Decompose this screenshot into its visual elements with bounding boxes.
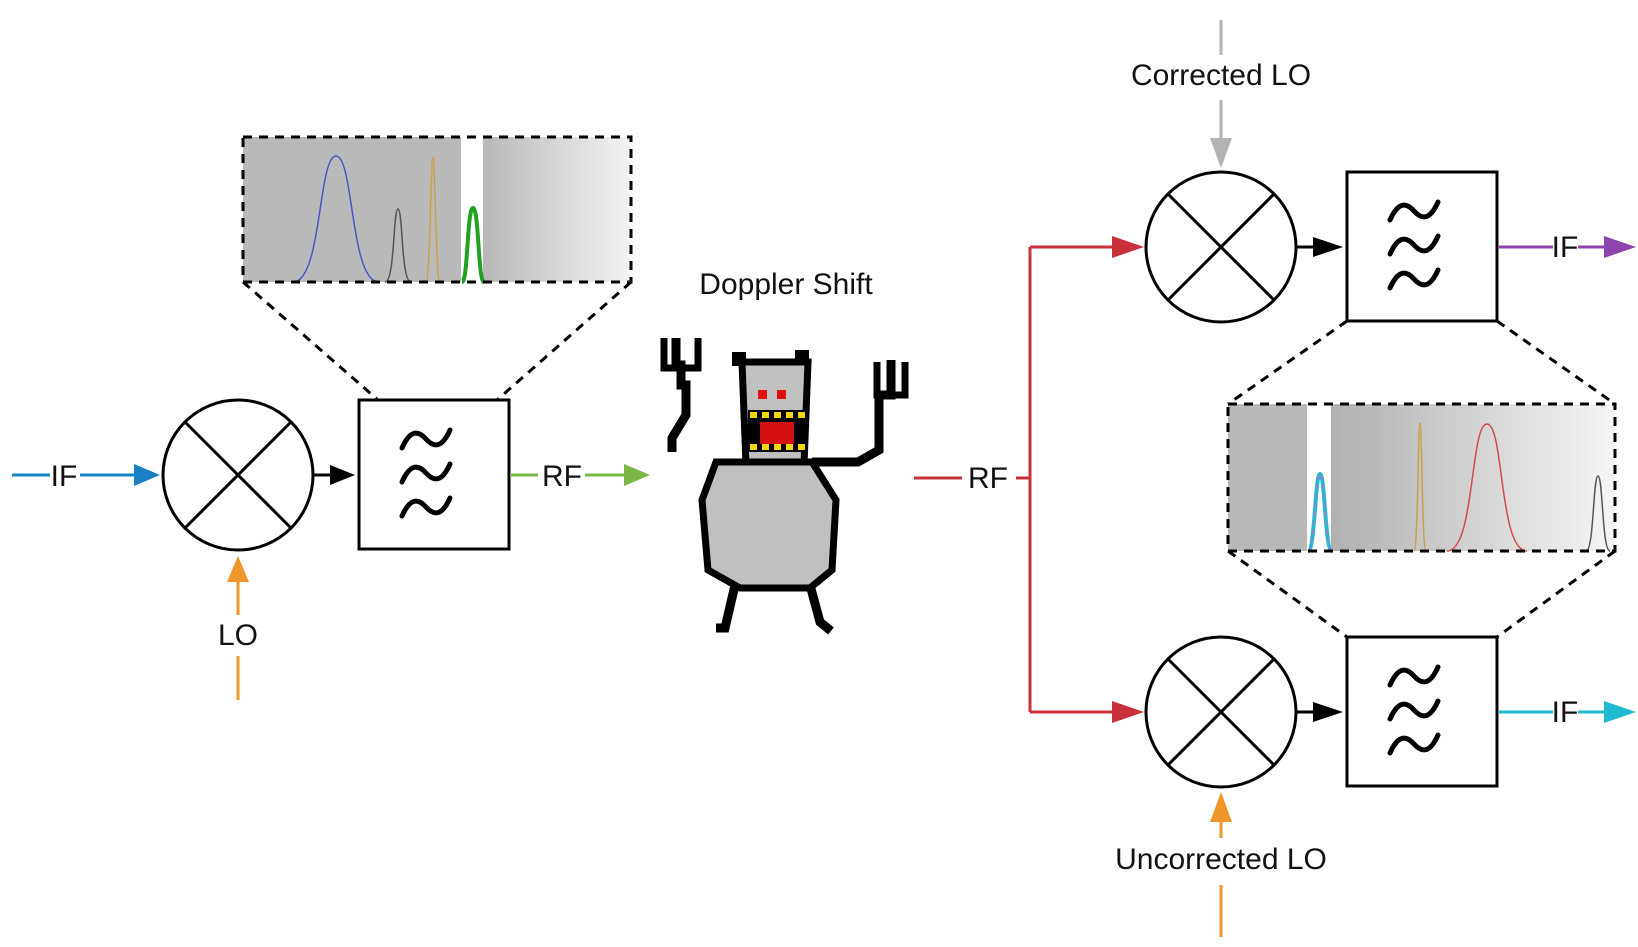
corrected-lo-label: Corrected LO xyxy=(1131,59,1311,92)
uncorrected-lo-label: Uncorrected LO xyxy=(1115,843,1327,876)
corrected-lo-arrow xyxy=(1210,20,1232,168)
tx-if-input-arrow xyxy=(12,464,160,486)
tx-rf-output-arrow xyxy=(510,464,650,486)
rx-bottom-if-arrow xyxy=(1498,701,1636,723)
tx-filter xyxy=(357,398,511,551)
rx-bottom-if-label: IF xyxy=(1552,696,1579,729)
rx-bottom-mixer-to-filter-arrow xyxy=(1297,702,1343,722)
rx-top-if-arrow xyxy=(1498,236,1636,258)
uncorrected-lo-arrow xyxy=(1210,792,1232,937)
rx-top-if-label: IF xyxy=(1552,231,1579,264)
tx-if-label: IF xyxy=(51,460,78,493)
bandpass-filter-icon xyxy=(1387,199,1441,291)
tx-lo-arrow xyxy=(227,556,249,700)
rx-spectrum-callout xyxy=(1226,319,1617,639)
tx-mixer xyxy=(161,398,315,552)
rx-top-mixer xyxy=(1144,170,1298,324)
tx-rf-label: RF xyxy=(542,460,582,493)
rx-top-mixer-to-filter-arrow xyxy=(1297,237,1343,257)
pixel-devil-icon xyxy=(660,338,909,635)
tx-mixer-to-filter-arrow xyxy=(313,465,355,485)
doppler-shift-label: Doppler Shift xyxy=(699,268,873,301)
transmitter-section: IF LO xyxy=(12,135,650,700)
rx-bottom-mixer xyxy=(1144,635,1298,789)
receiver-section: RF Corrected LO xyxy=(914,20,1636,937)
tx-spectrum-callout xyxy=(241,135,633,402)
rx-rf-label: RF xyxy=(968,462,1008,495)
rx-bottom-filter xyxy=(1345,635,1499,788)
rx-top-filter xyxy=(1345,170,1499,323)
rx-rf-splitter xyxy=(914,236,1144,723)
tx-lo-label: LO xyxy=(218,619,258,652)
bandpass-filter-icon xyxy=(399,427,453,519)
bandpass-filter-icon xyxy=(1387,664,1441,756)
